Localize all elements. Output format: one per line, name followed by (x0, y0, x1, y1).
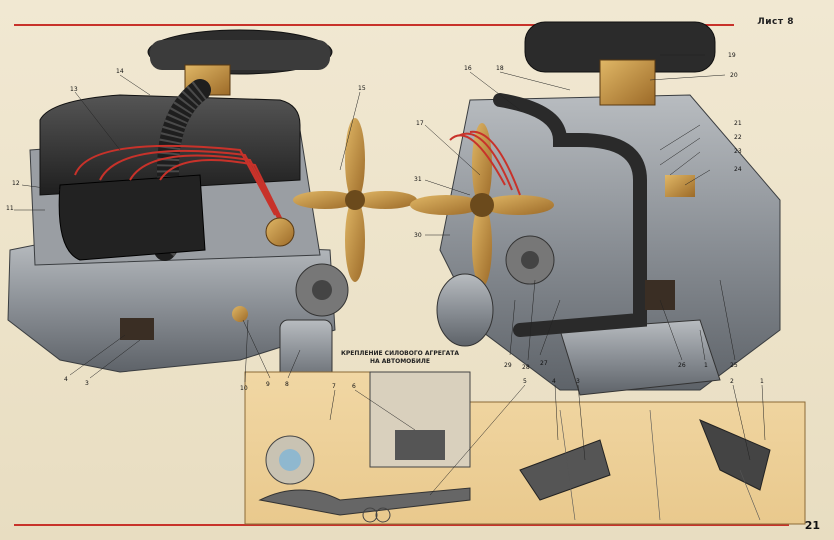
inset-callout-7: 7 (332, 383, 336, 390)
callout-27: 27 (540, 360, 548, 367)
callout-23: 23 (734, 148, 742, 155)
callout-28: 28 (522, 364, 530, 371)
callout-9: 9 (266, 381, 270, 388)
inset-caption: КРЕПЛЕНИЕ СИЛОВОГО АГРЕГАТА НА АВТОМОБИЛ… (330, 350, 470, 366)
inset-callout-6: 6 (352, 383, 356, 390)
inset-callout-4: 4 (552, 378, 556, 385)
top-red-rule (14, 24, 734, 26)
callout-29: 29 (504, 362, 512, 369)
inset-callout-5: 5 (523, 378, 527, 385)
callout-18: 18 (496, 65, 504, 72)
leader-lines (14, 54, 766, 496)
left-engine-view (7, 29, 417, 389)
bottom-red-rule (14, 524, 789, 526)
inset-caption-line1: КРЕПЛЕНИЕ СИЛОВОГО АГРЕГАТА (340, 350, 460, 357)
page-number: 21 (804, 519, 820, 532)
callout-26: 26 (678, 362, 686, 369)
callout-19: 19 (728, 52, 736, 59)
callout-13: 13 (70, 86, 78, 93)
callout-20: 20 (730, 72, 738, 79)
callout-15: 15 (358, 85, 366, 92)
sheet-label: Лист 8 (757, 17, 794, 27)
callout-1: 1 (704, 362, 708, 369)
inset-callout-1: 1 (760, 378, 764, 385)
callout-22: 22 (734, 134, 742, 141)
callout-11: 11 (6, 205, 14, 212)
inset-callout-2: 2 (730, 378, 734, 385)
callout-12: 12 (12, 180, 20, 187)
callout-16: 16 (464, 65, 472, 72)
callout-25: 25 (730, 362, 738, 369)
callout-8: 8 (285, 381, 289, 388)
callout-14: 14 (116, 68, 124, 75)
callout-3: 3 (85, 380, 89, 387)
callout-31: 31 (414, 176, 422, 183)
inset-caption-line2: НА АВТОМОБИЛЕ (370, 358, 430, 365)
mounting-inset (244, 371, 806, 525)
inset-callout-3: 3 (576, 378, 580, 385)
callout-4: 4 (64, 376, 68, 383)
callout-24: 24 (734, 166, 742, 173)
right-engine-view (410, 21, 781, 396)
callout-21: 21 (734, 120, 742, 127)
callout-30: 30 (414, 232, 422, 239)
callout-10: 10 (240, 385, 248, 392)
callout-17: 17 (416, 120, 424, 127)
